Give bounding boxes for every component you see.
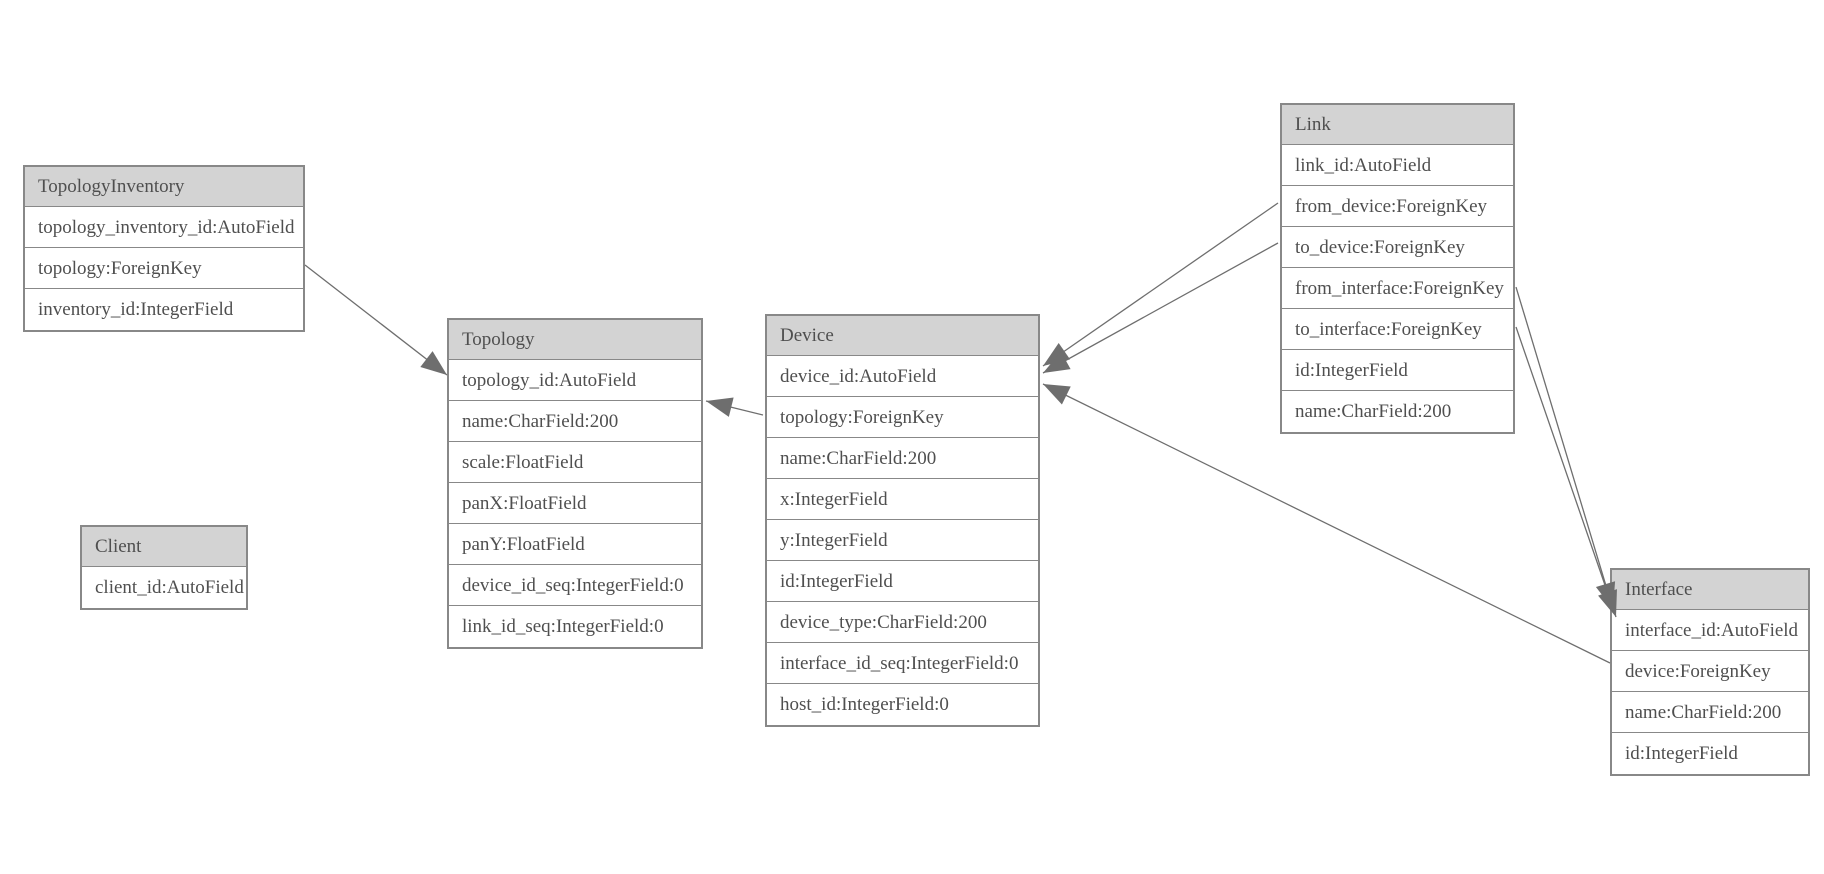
table-row: scale:FloatField — [449, 442, 701, 483]
table-interface[interactable]: Interface interface_id:AutoField device:… — [1610, 568, 1810, 776]
table-row: device_type:CharField:200 — [767, 602, 1038, 643]
edge-link-from_device-device — [1042, 202, 1279, 367]
table-row: x:IntegerField — [767, 479, 1038, 520]
table-row: topology:ForeignKey — [25, 248, 303, 289]
table-row: y:IntegerField — [767, 520, 1038, 561]
table-row: name:CharField:200 — [767, 438, 1038, 479]
table-row: id:IntegerField — [1282, 350, 1513, 391]
table-row: link_id:AutoField — [1282, 145, 1513, 186]
table-row: device_id_seq:IntegerField:0 — [449, 565, 701, 606]
table-row: panY:FloatField — [449, 524, 701, 565]
table-topology-header: Topology — [449, 320, 701, 360]
table-link-header: Link — [1282, 105, 1513, 145]
table-row: device:ForeignKey — [1612, 651, 1808, 692]
table-client[interactable]: Client client_id:AutoField — [80, 525, 248, 610]
table-topology-inventory-header: TopologyInventory — [25, 167, 303, 207]
table-row: topology:ForeignKey — [767, 397, 1038, 438]
table-row: from_interface:ForeignKey — [1282, 268, 1513, 309]
table-row: from_device:ForeignKey — [1282, 186, 1513, 227]
table-row: topology_id:AutoField — [449, 360, 701, 401]
edge-topologyinventory-topology — [304, 264, 448, 376]
table-row: to_device:ForeignKey — [1282, 227, 1513, 268]
edge-link-to_interface-interface — [1515, 326, 1617, 618]
table-client-header: Client — [82, 527, 246, 567]
table-topology[interactable]: Topology topology_id:AutoField name:Char… — [447, 318, 703, 649]
table-device[interactable]: Device device_id:AutoField topology:Fore… — [765, 314, 1040, 727]
table-row: interface_id:AutoField — [1612, 610, 1808, 651]
table-row: device_id:AutoField — [767, 356, 1038, 397]
edge-link-from_interface-interface — [1515, 286, 1616, 610]
table-row: host_id:IntegerField:0 — [767, 684, 1038, 725]
table-row: name:CharField:200 — [1612, 692, 1808, 733]
table-row: name:CharField:200 — [449, 401, 701, 442]
table-row: panX:FloatField — [449, 483, 701, 524]
table-topology-inventory[interactable]: TopologyInventory topology_inventory_id:… — [23, 165, 305, 332]
table-row: id:IntegerField — [1612, 733, 1808, 774]
edge-device-topology — [705, 397, 764, 417]
table-row: id:IntegerField — [767, 561, 1038, 602]
table-row: link_id_seq:IntegerField:0 — [449, 606, 701, 647]
table-row: inventory_id:IntegerField — [25, 289, 303, 330]
table-link[interactable]: Link link_id:AutoField from_device:Forei… — [1280, 103, 1515, 434]
table-row: to_interface:ForeignKey — [1282, 309, 1513, 350]
table-row: topology_inventory_id:AutoField — [25, 207, 303, 248]
table-row: client_id:AutoField — [82, 567, 246, 608]
table-row: name:CharField:200 — [1282, 391, 1513, 432]
table-device-header: Device — [767, 316, 1038, 356]
table-row: interface_id_seq:IntegerField:0 — [767, 643, 1038, 684]
table-interface-header: Interface — [1612, 570, 1808, 610]
edge-link-to_device-device — [1042, 242, 1279, 374]
